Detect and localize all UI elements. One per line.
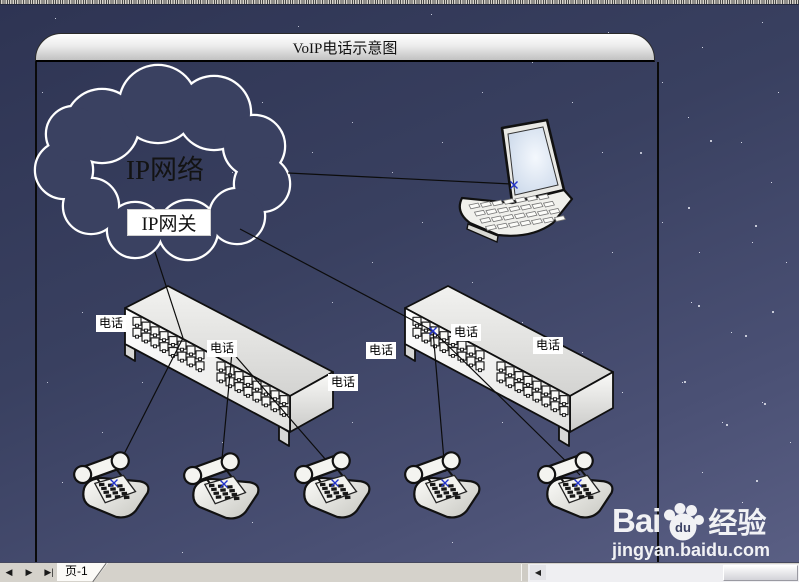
connector-switch-phone-1[interactable] bbox=[115, 337, 184, 471]
connector-switch-phone-2[interactable] bbox=[220, 351, 233, 471]
connector-switch-phone-5[interactable] bbox=[432, 330, 581, 476]
connector-cloud-switch-right[interactable] bbox=[239, 228, 434, 332]
connector-switch-phone-3[interactable] bbox=[231, 351, 334, 469]
diagram-frame bbox=[35, 62, 659, 562]
phone-label-4[interactable]: 电话 bbox=[366, 342, 397, 359]
cloud-shape[interactable] bbox=[33, 63, 292, 262]
phone-shapes bbox=[69, 447, 616, 523]
watermark-du-text: du bbox=[675, 520, 691, 535]
switch-shape-right[interactable] bbox=[404, 285, 614, 447]
connector-lines bbox=[115, 172, 581, 476]
prev-page-button[interactable]: ◀ bbox=[5, 567, 13, 577]
watermark-jingyan-text: 经验 bbox=[708, 508, 767, 540]
gateway-label[interactable]: IP网关 bbox=[127, 209, 211, 236]
scroll-left-button[interactable]: ◀ bbox=[530, 565, 546, 580]
connector-cloud-switch-left[interactable] bbox=[154, 251, 184, 339]
phone-label-3[interactable]: 电话 bbox=[328, 374, 359, 391]
phone-shape-3[interactable] bbox=[290, 447, 373, 522]
scrollbar-thumb[interactable] bbox=[723, 565, 798, 581]
phone-shape-2[interactable] bbox=[179, 448, 262, 523]
connector-switch-phone-4[interactable] bbox=[432, 330, 446, 473]
phone-shape-1[interactable] bbox=[69, 447, 152, 522]
connector-cloud-laptop[interactable] bbox=[287, 172, 513, 185]
cloud-label[interactable]: IP网络 bbox=[125, 155, 204, 185]
baidu-paw-icon: du bbox=[664, 503, 705, 541]
phone-shape-4[interactable] bbox=[400, 447, 483, 522]
last-page-button[interactable]: ▶| bbox=[44, 567, 54, 577]
top-ruler bbox=[0, 0, 799, 5]
baidu-jingyan-watermark: Bai du 经验 jingyan.baidu.com bbox=[612, 498, 797, 561]
phone-label-2[interactable]: 电话 bbox=[207, 340, 238, 357]
phone-label-1[interactable]: 电话 bbox=[96, 315, 127, 332]
next-page-button[interactable]: ▶ bbox=[25, 567, 33, 577]
watermark-url: jingyan.baidu.com bbox=[612, 540, 771, 560]
phone-label-6[interactable]: 电话 bbox=[533, 337, 564, 354]
laptop-shape[interactable] bbox=[458, 118, 574, 243]
horizontal-scrollbar[interactable]: ◀ bbox=[528, 564, 799, 582]
switch-shape-left[interactable] bbox=[124, 285, 334, 447]
statusbar: ◀ ▶ ▶| 页-1 ◀ bbox=[0, 562, 799, 582]
diagram-title: VoIP电话示意图 bbox=[292, 40, 398, 57]
watermark-bai-text: Bai bbox=[612, 502, 661, 539]
phone-shape-5[interactable] bbox=[533, 447, 616, 522]
phone-label-5[interactable]: 电话 bbox=[451, 324, 482, 341]
